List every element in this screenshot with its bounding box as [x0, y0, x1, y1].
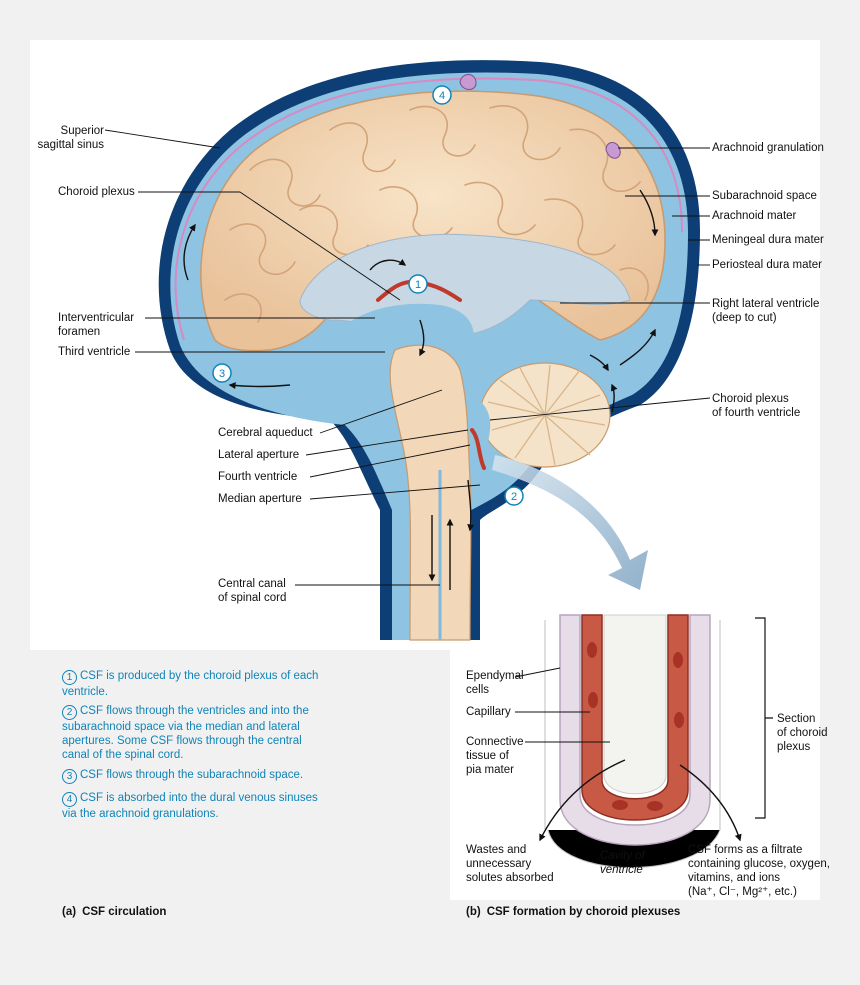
- label-cerebral-aqueduct: Cerebral aqueduct: [218, 427, 313, 439]
- svg-text:4: 4: [439, 90, 445, 102]
- step-2-text: CSF flows through the ventricles and int…: [62, 705, 309, 761]
- label-arachnoid-mater: Arachnoid mater: [712, 210, 797, 222]
- choroid-plexus-inset: [539, 614, 773, 868]
- cerebral-gyri: [224, 105, 649, 323]
- label-capillary: Capillary: [466, 706, 511, 718]
- label-choroid-plexus: Choroid plexus: [58, 186, 135, 198]
- section-bracket: [755, 617, 773, 819]
- marker-2: 2: [504, 486, 524, 506]
- label-right-lateral-ventricle: Right lateral ventricle (deep to cut): [712, 298, 820, 324]
- step-4-number: 4: [62, 792, 77, 807]
- choroid-plexus-fourth: [470, 428, 486, 470]
- label-csf-forms: CSF forms as a filtrate containing gluco…: [688, 844, 830, 884]
- label-ions: (Na⁺, Cl⁻, Mg²⁺, etc.): [688, 886, 797, 898]
- label-interventricular-foramen: Interventricular foramen: [58, 312, 135, 338]
- step-4-text: CSF is absorbed into the dural venous si…: [62, 792, 318, 820]
- arachnoid-mater-line: [174, 77, 683, 341]
- label-cavity-of-ventricle: Cavity of ventricle: [600, 850, 645, 876]
- label-connective-tissue: Connective tissue of pia mater: [466, 736, 524, 776]
- arachnoid-granulation: [605, 142, 621, 159]
- step-2-number: 2: [62, 705, 77, 720]
- caption-b-text: CSF formation by choroid plexuses: [486, 906, 681, 918]
- step-3-number: 3: [62, 769, 77, 784]
- marker-1: 1: [408, 274, 428, 294]
- label-arachnoid-granulation: Arachnoid granulation: [712, 142, 824, 154]
- csf-flow-arrows: [183, 189, 659, 591]
- fourth-ventricle: [468, 399, 491, 470]
- cerebellum: [479, 362, 611, 468]
- label-periosteal-dura-mater: Periosteal dura mater: [712, 259, 822, 271]
- label-third-ventricle: Third ventricle: [58, 346, 131, 358]
- connective-tissue-core: [603, 614, 667, 795]
- svg-text:1: 1: [415, 279, 421, 291]
- label-lateral-aperture: Lateral aperture: [218, 449, 300, 461]
- capillary: [581, 614, 689, 821]
- label-wastes: Wastes and unnecessary solutes absorbed: [466, 844, 554, 884]
- inset-arrows: [539, 759, 742, 842]
- zoom-arrow: [492, 455, 648, 590]
- label-meningeal-dura-mater: Meningeal dura mater: [712, 234, 824, 246]
- marker-4: 4: [432, 85, 452, 105]
- step-1-number: 1: [62, 670, 77, 685]
- caption-b-part: (b): [466, 906, 481, 918]
- label-superior-sagittal-sinus: Superior sagittal sinus: [37, 125, 104, 151]
- red-blood-cells: [587, 642, 684, 811]
- svg-text:3: 3: [219, 368, 225, 380]
- svg-text:2: 2: [511, 491, 517, 503]
- cilia: [544, 620, 721, 868]
- caption-a: (a) CSF circulation: [62, 906, 166, 918]
- label-fourth-ventricle: Fourth ventricle: [218, 471, 298, 483]
- brain-section-illustration: [158, 60, 700, 641]
- caption-b: (b) CSF formation by choroid plexuses: [466, 906, 680, 918]
- marker-3: 3: [212, 363, 232, 383]
- step-1-text: CSF is produced by the choroid plexus of…: [62, 670, 319, 698]
- ependymal-layer: [559, 614, 711, 846]
- caption-a-text: CSF circulation: [82, 906, 167, 918]
- label-median-aperture: Median aperture: [218, 493, 302, 505]
- label-central-canal: Central canal of spinal cord: [218, 578, 287, 604]
- arachnoid-granulation-top: [459, 74, 477, 90]
- label-subarachnoid-space: Subarachnoid space: [712, 190, 817, 202]
- leader-lines: [104, 129, 711, 743]
- label-ependymal-cells: Ependymal cells: [466, 670, 524, 696]
- label-choroid-plexus-fourth: Choroid plexus of fourth ventricle: [712, 393, 801, 419]
- step-3-text: CSF flows through the subarachnoid space…: [80, 769, 304, 781]
- caption-a-part: (a): [62, 906, 77, 918]
- label-section-of-choroid-plexus: Section of choroid plexus: [777, 713, 828, 753]
